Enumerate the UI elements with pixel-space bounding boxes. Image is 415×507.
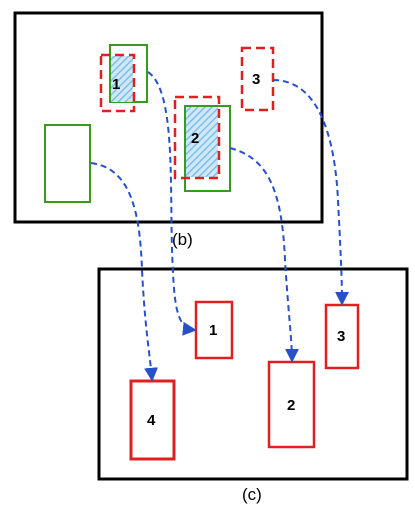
panel-c-frame <box>97 267 409 481</box>
panel-b-label-2: 2 <box>191 130 199 147</box>
panel-b-red-box-1 <box>99 53 136 113</box>
arrow-2 <box>229 147 299 363</box>
panel-c-label-4: 4 <box>147 412 156 429</box>
panel-b-label-3: 3 <box>252 71 260 88</box>
panel-b-red-box-2 <box>173 95 221 180</box>
panel-c-label-3: 3 <box>337 328 345 345</box>
panel-b-green-box-unmatched <box>44 124 91 203</box>
arrow-4 <box>90 162 159 382</box>
panel-c-label-2: 2 <box>287 397 295 414</box>
arrow-1 <box>147 71 197 336</box>
panel-c-caption: (c) <box>242 485 262 504</box>
correspondence-arrows <box>90 71 349 382</box>
panel-b-overlap-1 <box>111 56 133 102</box>
panel-c-label-1: 1 <box>209 322 217 339</box>
panel-b-overlap-2 <box>186 107 218 177</box>
panel-b-label-1: 1 <box>112 76 120 93</box>
panel-c: 1 2 3 4 (c) <box>97 267 409 504</box>
panel-b-frame <box>13 11 324 224</box>
panel-b-caption: (b) <box>172 230 193 249</box>
